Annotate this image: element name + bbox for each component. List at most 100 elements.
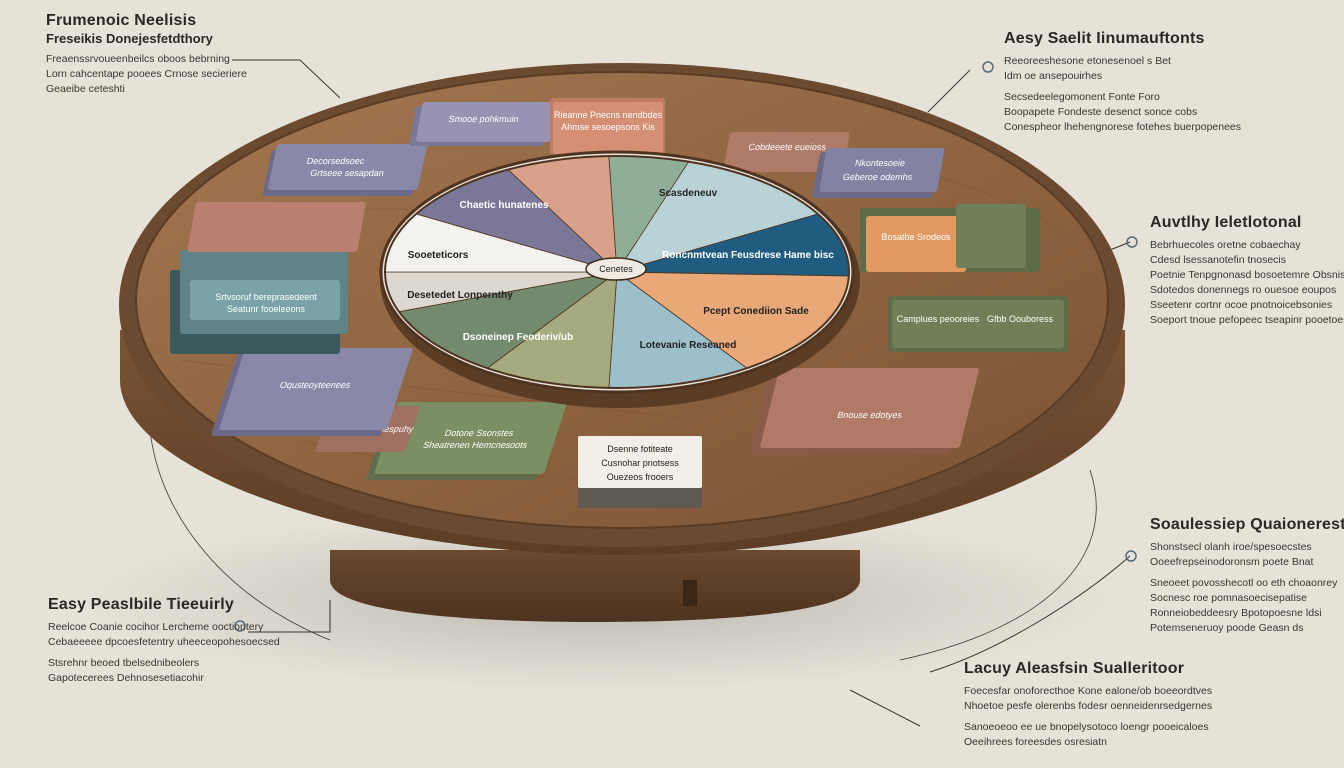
callout-line: Conespheor lhehengnorese fotehes buerpop… — [1004, 121, 1242, 133]
card-label: Rieanne Pnecns nendbdes — [554, 110, 663, 120]
wheel-slices — [384, 155, 850, 389]
card-salmon-top-right: Cobdeeete eueioss — [723, 132, 850, 172]
callout-title: Auvtlhy Ieletlotonal — [1150, 214, 1302, 231]
card-teal-left: Srtvsoruf bereprasedeent Seatunr fooelee… — [170, 250, 348, 354]
card-group: Decorsedsoec Grtseee sesapdan Smooe pohk… — [170, 98, 1068, 508]
callout-markers — [234, 61, 1138, 632]
card-label: Dsenne fotiteate — [607, 444, 673, 454]
card-label: Nkontesoeie — [854, 158, 906, 168]
callout-line: Foecesfar onoforecthoe Kone ealone/ob bo… — [964, 685, 1213, 697]
card-label: Smooe pohkmuin — [448, 114, 520, 124]
card-green-orange-right: Bosatbe Srodeos — [860, 204, 1040, 272]
callout-subtitle: Freseikis Donejesfetdthory — [46, 31, 213, 46]
wheel-label: Pcept Conediion Sade — [703, 306, 809, 317]
callout-line: Sdotedos donennegs ro ouesoe eoupos — [1150, 284, 1337, 296]
wheel-label: Chaetic hunatenes — [460, 200, 549, 211]
callout-title: Aesy Saelit Iinumauftonts — [1004, 30, 1205, 47]
card-label: Gfbb Oouboress — [987, 314, 1054, 324]
card-label: Srtvsoruf bereprasedeent — [215, 292, 317, 302]
card-label: Cusnohar pnotsess — [601, 458, 679, 468]
card-green-bottom: Dotone Ssonstes Sheatrenen Hemcnesoots — [366, 402, 567, 480]
card-salmon-lower-right: Bnouse edotyes — [750, 368, 979, 454]
card-label: Grtseee sesapdan — [309, 168, 385, 178]
marker-right-upper — [1126, 236, 1138, 248]
callout-line: Reeoreeshesone etonesenoel s Bet — [1004, 55, 1171, 67]
callout-top-left: Frumenoic Neelisis Freseikis Donejesfetd… — [46, 12, 247, 97]
card-label: Camplues peooreies — [897, 314, 980, 324]
marker-right-lower — [1125, 550, 1137, 562]
wheel-label: Scasdeneuv — [659, 188, 718, 199]
card-label: Sheatrenen Hemcnesoots — [422, 440, 529, 450]
callout-line: Potemseneruoy poode Geasn ds — [1150, 622, 1304, 634]
callout-right-upper: Auvtlhy Ieletlotonal Bebrhuecoles oretne… — [1150, 214, 1344, 328]
callout-line: Oeeihrees foreesdes osresiatn — [964, 736, 1107, 748]
card-label: Ahmse sesoepsons Kis — [561, 122, 655, 132]
wheel-label: Desetedet Lonpernthy — [407, 290, 513, 301]
callout-line: Nhoetoe pesfe olerenbs fodesr oenneidenr… — [964, 700, 1213, 712]
callout-line: Bebrhuecoles oretne cobaechay — [1150, 239, 1301, 251]
callout-line: Cebaeeeee dpcoesfetentry uheeceopohesoec… — [48, 636, 280, 648]
callout-right-lower: Soaulessiep Quaionerest? Shonstsecl olan… — [1150, 516, 1344, 636]
callout-title: Easy Peaslbile Tieeuirly — [48, 596, 234, 613]
table-top-inner-ring — [135, 71, 1109, 529]
card-label: Bnouse edotyes — [836, 410, 903, 420]
card-label: Geberoe odemhs — [842, 172, 914, 182]
card-purple-top-left: Decorsedsoec Grtseee sesapdan — [262, 144, 427, 196]
callout-line: Cdesd lsessanotefin tnosecis — [1150, 254, 1286, 266]
card-salmon-top: Rieanne Pnecns nendbdes Ahmse sesoepsons… — [550, 98, 665, 154]
hub-label: Cenetes — [599, 264, 633, 274]
callout-line: Boopapete Fondeste desenct sonce cobs — [1004, 106, 1198, 118]
card-purple-top: Smooe pohkmuin — [409, 102, 558, 146]
card-label: Oqusteoyteenees — [278, 380, 352, 390]
callout-line: Poetnie Tenpgnonasd bosoetemre Obsnis — [1150, 269, 1344, 281]
callout-line: Soeport tnoue pefopeec tseapinr pooetoes — [1150, 314, 1344, 326]
card-white-bottom: Dsenne fotiteate Cusnohar pnotsess Oueze… — [578, 436, 702, 508]
wheel-label: Sooeteticors — [408, 250, 469, 261]
callout-bottom-right: Lacuy Aleasfsin Sualleritoor Foecesfar o… — [964, 660, 1212, 750]
callout-line: Socnesc roe pomnasoecisepatise — [1150, 592, 1308, 604]
callout-bottom-left: Easy Peaslbile Tieeuirly Reelcoe Coanie … — [48, 596, 280, 686]
callout-line: Gapotecerees Dehnosesetiacohir — [48, 672, 204, 684]
card-label: Bosatbe Srodeos — [881, 232, 951, 242]
callout-line: Stsrehnr beoed tbelsednibeolers — [48, 657, 200, 669]
callout-line: Lorn cahcentape pooees Crnose secieriere — [46, 68, 247, 80]
leader-line-top-right — [927, 69, 971, 113]
base-slot — [683, 580, 697, 606]
callout-line: Secsedeelegomonent Fonte Foro — [1004, 91, 1160, 103]
wheel-label: Lotevanie Reseaned — [640, 340, 737, 351]
callout-line: Freaenssrvoueenbeilcs oboos bebrning — [46, 53, 230, 65]
callout-line: Sneoeet povosshecotl oo eth choaonrey — [1150, 577, 1338, 589]
wheel-hub — [585, 257, 647, 281]
callout-line: Sanoeoeoo ee ue bnopelysotoco loengr poo… — [964, 721, 1209, 733]
callout-title: Lacuy Aleasfsin Sualleritoor — [964, 660, 1185, 677]
callout-top-right: Aesy Saelit Iinumauftonts Reeoreeshesone… — [1004, 30, 1241, 135]
leader-line-top-left — [232, 59, 341, 99]
callout-title: Frumenoic Neelisis — [46, 12, 197, 29]
callout-line: Ronneiobeddeesry Bpotopoesne ldsi — [1150, 607, 1322, 619]
leader-line-bottom-right — [849, 689, 921, 727]
callout-line: Reelcoe Coanie cocihor Lercheme ooctiont… — [48, 621, 264, 633]
card-label: Ouezeos frooers — [607, 472, 674, 482]
callout-line: Geaeibe ceteshti — [46, 83, 125, 95]
callout-title: Soaulessiep Quaionerest? — [1150, 516, 1344, 533]
callout-line: Ooeefrepseinodoronsm poete Bnat — [1150, 556, 1314, 568]
wheel-outline — [384, 155, 850, 389]
card-label: Decorsedsoec — [306, 156, 366, 166]
card-olive-right: Camplues peooreies Gfbb Oouboress — [888, 296, 1068, 352]
wheel-label: Dsoneinep Feoderiv/ub — [463, 332, 574, 343]
wheel-label: Roncnmtvean Feusdrese Hame bisc — [662, 250, 834, 261]
card-label: Seatunr fooeleeons — [227, 304, 306, 314]
card-label: Dotone Ssonstes — [443, 428, 515, 438]
card-label: Cobdeeete eueioss — [748, 142, 828, 152]
marker-bottom-left — [234, 620, 246, 632]
marker-top-right — [982, 61, 994, 73]
callout-line: Idm oe ansepouirhes — [1004, 70, 1103, 82]
callout-line: Shonstsecl olanh iroe/spesoecstes — [1150, 541, 1312, 553]
card-purple-right: Nkontesoeie Geberoe odemhs — [812, 148, 945, 198]
card-salmon-left — [187, 202, 366, 252]
callout-line: Sseetenr cortnr ocoe pnotnoicebsonies — [1150, 299, 1333, 311]
table-base — [330, 550, 860, 622]
